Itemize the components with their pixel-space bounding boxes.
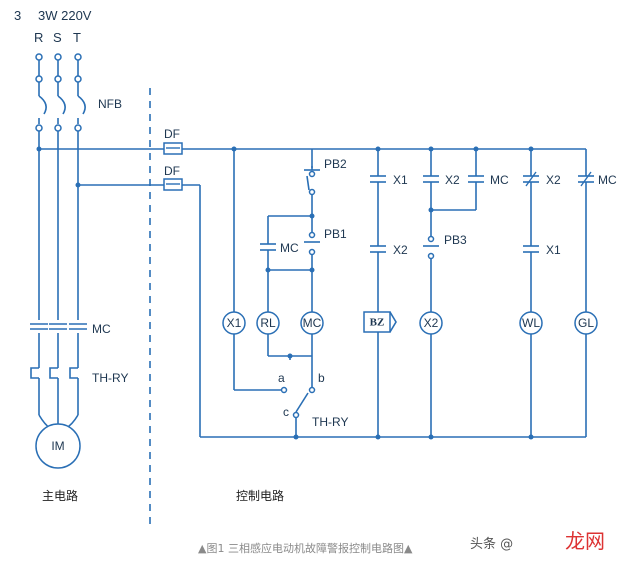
x1-contact-d-label: X1 (546, 243, 561, 257)
control-circuit: DF DF X1 PB2 P (39, 127, 617, 503)
thry-a-label: a (278, 371, 285, 385)
mc-contact-b-label: MC (490, 173, 509, 187)
x2-contact-c-label: X2 (546, 173, 561, 187)
df1-label: DF (164, 127, 180, 141)
nfb-label: NFB (98, 97, 122, 111)
watermark-brand: 龙网 (565, 529, 605, 553)
mc-contact-c-label: MC (598, 173, 617, 187)
mc-aux-label: MC (280, 241, 299, 255)
coil-x2-label: X2 (424, 316, 439, 330)
pb2-label: PB2 (324, 157, 347, 171)
buzzer-bz (363, 311, 391, 333)
thry-c-label: c (283, 405, 289, 419)
coil-bz-label: BZ (370, 317, 385, 329)
motor-symbol (35, 423, 81, 469)
thry-b-label: b (318, 371, 325, 385)
x2-contact-a-label: X2 (393, 243, 408, 257)
control-circuit-title: 控制电路 (236, 488, 284, 503)
phase-r-label: R (34, 30, 43, 45)
thry-ctrl-label: TH-RY (312, 415, 348, 429)
phase-label: 3 (14, 8, 21, 23)
x2-contact-b-label: X2 (445, 173, 460, 187)
coil-mc-label: MC (303, 316, 322, 330)
motor-label: IM (51, 439, 64, 453)
mc-main-label: MC (92, 322, 111, 336)
phase-s-label: S (53, 30, 62, 45)
coil-wl-label: WL (522, 316, 540, 330)
figure-caption: ▲图1 三相感应电动机故障警报控制电路图▲ (198, 541, 413, 555)
df2-label: DF (164, 164, 180, 178)
phase-t-label: T (73, 30, 81, 45)
main-circuit: NFB MC TH-RY IM 主电路 (30, 53, 128, 503)
pb1-label: PB1 (324, 227, 347, 241)
thry-main-label: TH-RY (92, 371, 128, 385)
voltage-label: 3W 220V (38, 8, 92, 23)
pb3-label: PB3 (444, 233, 467, 247)
coil-x1-label: X1 (227, 316, 242, 330)
x1-contact-a-label: X1 (393, 173, 408, 187)
watermark-prefix: 头条 @ (470, 536, 513, 552)
coil-rl-label: RL (260, 316, 276, 330)
coil-gl-label: GL (578, 316, 594, 330)
main-circuit-title: 主电路 (42, 488, 78, 503)
watermark: 头条 @ 龙网 (470, 529, 605, 553)
